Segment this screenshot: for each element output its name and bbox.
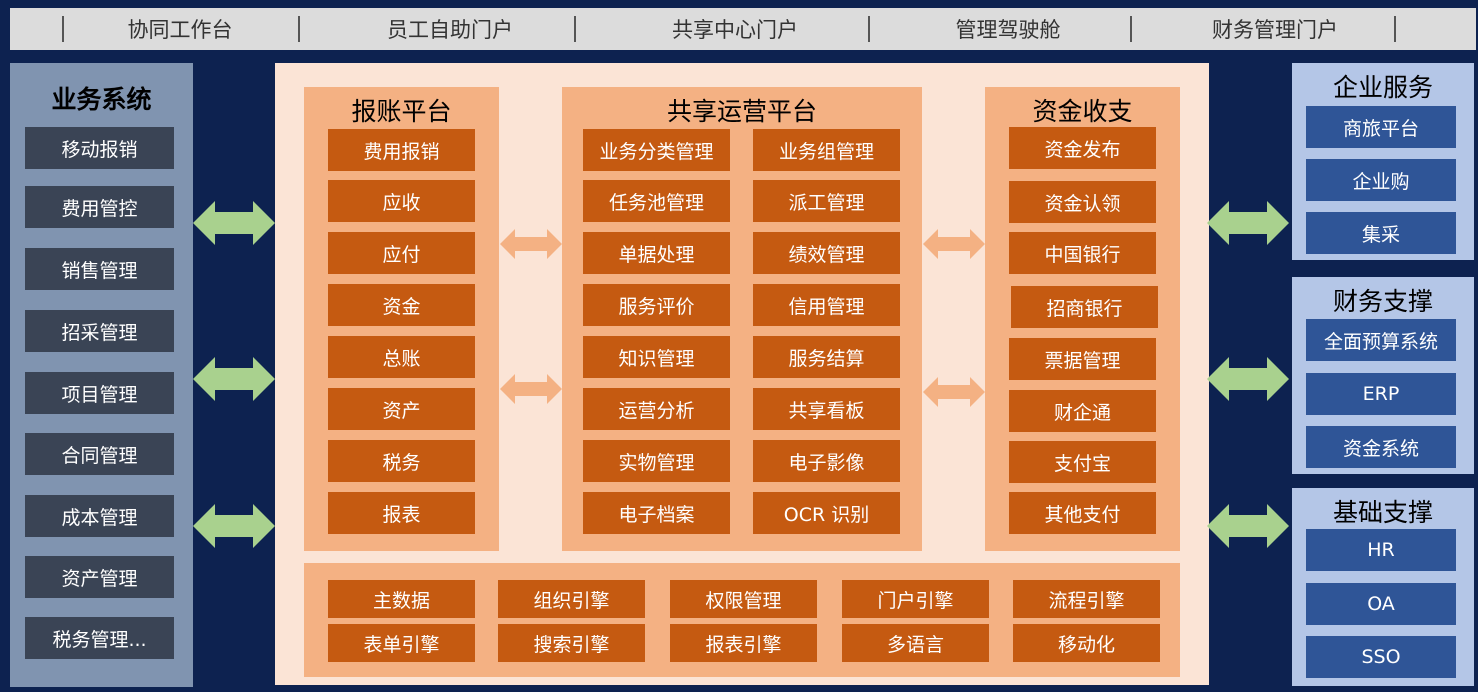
- engine-item[interactable]: 移动化: [1013, 624, 1160, 662]
- reimbursement-title: 报账平台: [351, 97, 452, 126]
- funds-item[interactable]: 招商银行: [1011, 286, 1158, 328]
- finance-support-item[interactable]: 全面预算系统: [1306, 319, 1456, 361]
- reimbursement-item[interactable]: 资产: [328, 388, 475, 430]
- infra-support-title: 基础支撑: [1332, 498, 1433, 527]
- funds-title: 资金收支: [1032, 97, 1133, 126]
- nav-item-shared-center-portal[interactable]: 共享中心门户: [672, 18, 798, 42]
- shared-ops-item[interactable]: 服务评价: [583, 284, 730, 326]
- shared-ops-item[interactable]: OCR 识别: [753, 492, 900, 534]
- bidirectional-arrow-icon: [923, 229, 985, 259]
- enterprise-service-item[interactable]: 企业购: [1306, 159, 1456, 201]
- infra-support-item[interactable]: OA: [1306, 583, 1456, 625]
- engine-item[interactable]: 流程引擎: [1013, 580, 1160, 618]
- business-systems-title: 业务系统: [51, 85, 152, 114]
- nav-item-collab-workbench[interactable]: 协同工作台: [127, 18, 233, 42]
- finance-support-title: 财务支撑: [1332, 287, 1433, 316]
- nav-separator: [1130, 16, 1132, 42]
- enterprise-services-title: 企业服务: [1332, 73, 1433, 102]
- reimbursement-item[interactable]: 应付: [328, 232, 475, 274]
- business-item[interactable]: 移动报销: [25, 127, 174, 169]
- reimbursement-item[interactable]: 费用报销: [328, 129, 475, 171]
- business-item[interactable]: 成本管理: [25, 495, 174, 537]
- shared-ops-item[interactable]: 派工管理: [753, 180, 900, 222]
- funds-item[interactable]: 财企通: [1009, 390, 1156, 432]
- bidirectional-arrow-icon: [923, 377, 985, 407]
- shared-ops-item[interactable]: 实物管理: [583, 440, 730, 482]
- shared-ops-item[interactable]: 知识管理: [583, 336, 730, 378]
- business-item[interactable]: 费用管控: [25, 186, 174, 228]
- engine-item[interactable]: 搜索引擎: [498, 624, 645, 662]
- finance-support-item[interactable]: 资金系统: [1306, 426, 1456, 468]
- nav-item-employee-portal[interactable]: 员工自助门户: [387, 18, 513, 42]
- bidirectional-arrow-icon: [500, 374, 562, 404]
- engine-item[interactable]: 权限管理: [670, 580, 817, 618]
- engine-item[interactable]: 主数据: [328, 580, 475, 618]
- reimbursement-item[interactable]: 税务: [328, 440, 475, 482]
- shared-ops-item[interactable]: 业务组管理: [753, 129, 900, 171]
- bidirectional-arrow-icon: [500, 229, 562, 259]
- shared-ops-item[interactable]: 绩效管理: [753, 232, 900, 274]
- shared-ops-item[interactable]: 电子档案: [583, 492, 730, 534]
- shared-ops-item[interactable]: 单据处理: [583, 232, 730, 274]
- business-item[interactable]: 税务管理...: [25, 617, 174, 659]
- finance-support-item[interactable]: ERP: [1306, 373, 1456, 415]
- engine-item[interactable]: 门户引擎: [842, 580, 989, 618]
- shared-ops-item[interactable]: 共享看板: [753, 388, 900, 430]
- funds-item[interactable]: 中国银行: [1009, 232, 1156, 274]
- business-item[interactable]: 合同管理: [25, 433, 174, 475]
- business-item[interactable]: 招采管理: [25, 310, 174, 352]
- reimbursement-item[interactable]: 资金: [328, 284, 475, 326]
- bidirectional-arrow-icon: [1207, 201, 1289, 245]
- bidirectional-arrow-icon: [193, 201, 275, 245]
- infra-support-item[interactable]: HR: [1306, 529, 1456, 571]
- funds-item[interactable]: 支付宝: [1009, 441, 1156, 483]
- nav-item-management-cockpit[interactable]: 管理驾驶舱: [955, 18, 1061, 42]
- nav-separator: [868, 16, 870, 42]
- shared-ops-item[interactable]: 业务分类管理: [583, 129, 730, 171]
- reimbursement-item[interactable]: 应收: [328, 180, 475, 222]
- shared-ops-item[interactable]: 任务池管理: [583, 180, 730, 222]
- nav-separator: [62, 16, 64, 42]
- reimbursement-item[interactable]: 总账: [328, 336, 475, 378]
- shared-ops-item[interactable]: 信用管理: [753, 284, 900, 326]
- bidirectional-arrow-icon: [1207, 504, 1289, 548]
- shared-ops-item[interactable]: 服务结算: [753, 336, 900, 378]
- funds-item[interactable]: 资金认领: [1009, 181, 1156, 223]
- engine-item[interactable]: 表单引擎: [328, 624, 475, 662]
- funds-item[interactable]: 票据管理: [1009, 338, 1156, 380]
- enterprise-service-item[interactable]: 商旅平台: [1306, 106, 1456, 148]
- nav-separator: [1394, 16, 1396, 42]
- nav-item-finance-portal[interactable]: 财务管理门户: [1212, 18, 1338, 42]
- engine-item[interactable]: 组织引擎: [498, 580, 645, 618]
- business-item[interactable]: 项目管理: [25, 372, 174, 414]
- engine-item[interactable]: 多语言: [842, 624, 989, 662]
- business-item[interactable]: 资产管理: [25, 556, 174, 598]
- reimbursement-item[interactable]: 报表: [328, 492, 475, 534]
- engine-item[interactable]: 报表引擎: [670, 624, 817, 662]
- shared-ops-title: 共享运营平台: [666, 97, 817, 126]
- funds-item[interactable]: 其他支付: [1009, 492, 1156, 534]
- nav-separator: [574, 16, 576, 42]
- top-nav-bar: 协同工作台 员工自助门户 共享中心门户 管理驾驶舱 财务管理门户: [10, 8, 1476, 50]
- infra-support-item[interactable]: SSO: [1306, 636, 1456, 678]
- shared-ops-item[interactable]: 运营分析: [583, 388, 730, 430]
- bidirectional-arrow-icon: [193, 504, 275, 548]
- bidirectional-arrow-icon: [193, 357, 275, 401]
- business-item[interactable]: 销售管理: [25, 248, 174, 290]
- bidirectional-arrow-icon: [1207, 357, 1289, 401]
- funds-item[interactable]: 资金发布: [1009, 127, 1156, 169]
- shared-ops-item[interactable]: 电子影像: [753, 440, 900, 482]
- enterprise-service-item[interactable]: 集采: [1306, 212, 1456, 254]
- nav-separator: [298, 16, 300, 42]
